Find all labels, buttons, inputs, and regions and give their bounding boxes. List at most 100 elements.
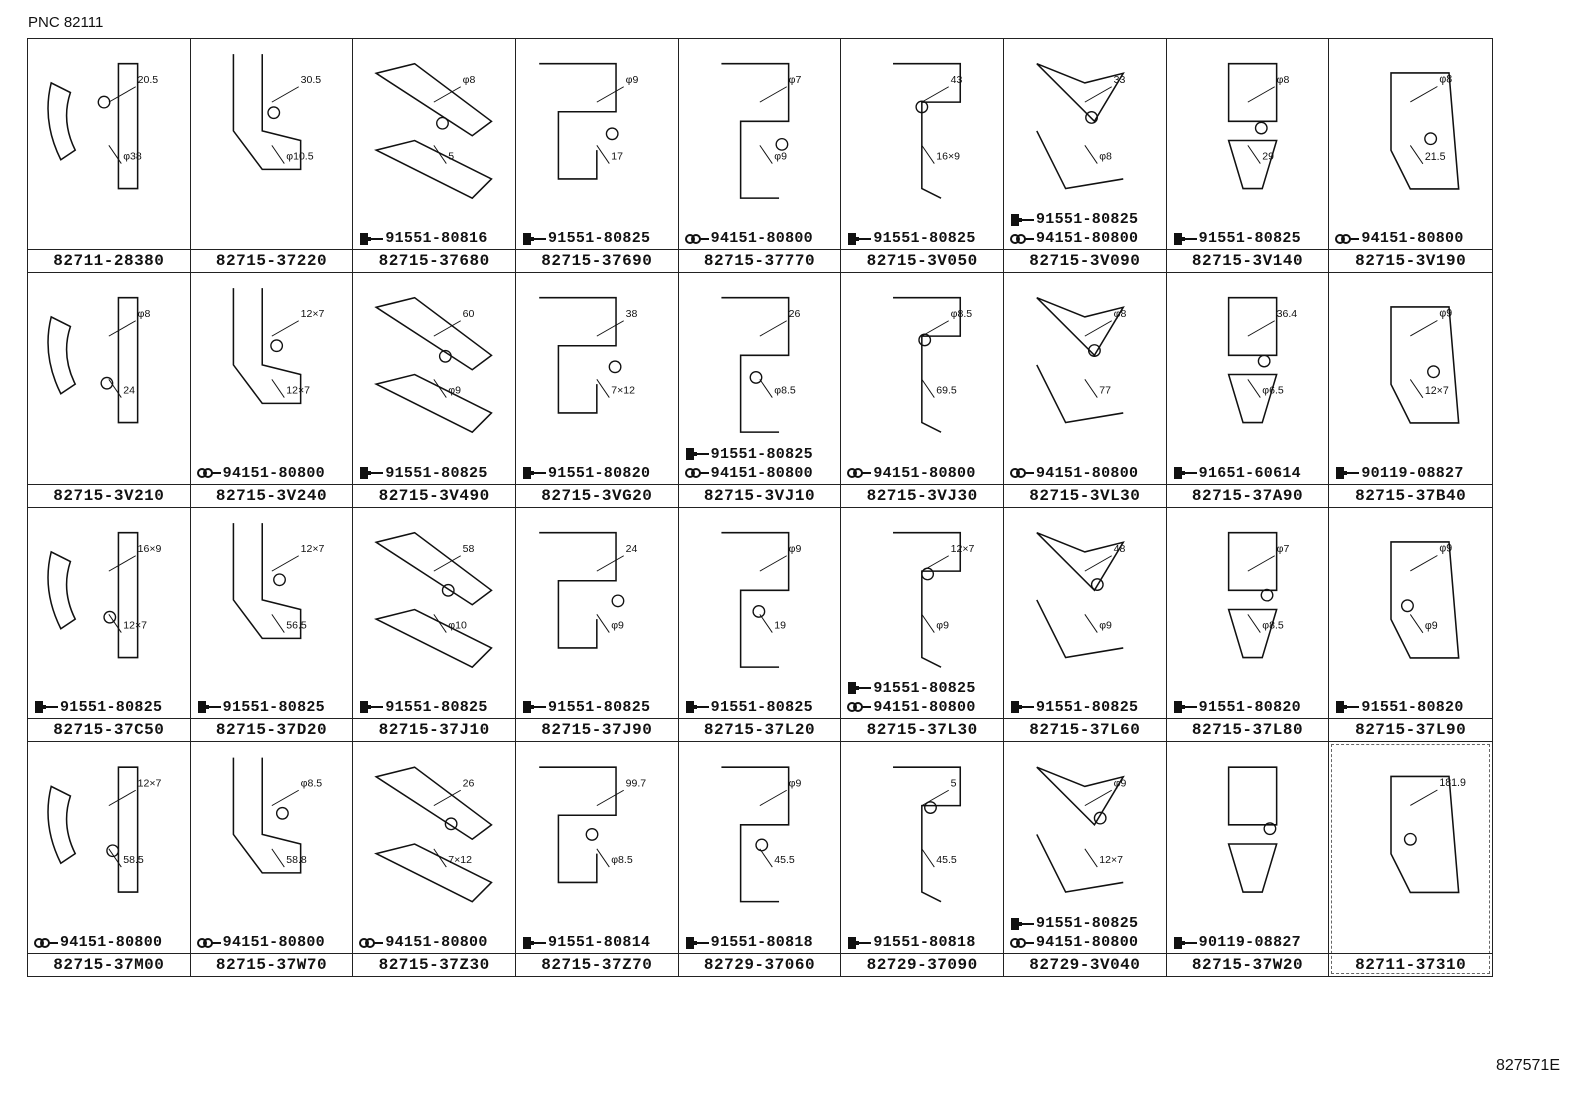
hardware-item[interactable]: 94151-80800 [1335,229,1488,248]
part-number[interactable]: 82715-3VG20 [516,483,678,507]
hardware-item[interactable]: 91551-80825 [847,679,999,698]
hardware-item[interactable]: 91551-80825 [1010,698,1162,717]
hardware-item[interactable]: 90119-08827 [1173,933,1325,952]
part-number[interactable]: 82715-37B40 [1329,483,1492,507]
hardware-item[interactable]: 94151-80800 [684,229,837,248]
hardware-item[interactable]: 91551-80820 [1335,698,1488,717]
part-number[interactable]: 82715-37L60 [1004,717,1166,741]
hardware-item[interactable]: 94151-80800 [847,698,999,717]
part-number[interactable]: 82715-37L80 [1166,717,1329,741]
hardware-item[interactable]: 94151-80800 [1010,229,1162,248]
part-number[interactable]: 82715-3VJ30 [841,483,1003,507]
hardware-item[interactable]: 94151-80800 [196,464,349,483]
part-number[interactable]: 82715-37L30 [841,717,1003,741]
hardware-item[interactable]: 91551-80820 [522,464,674,483]
hardware-item[interactable]: 94151-80800 [1010,933,1162,952]
part-number[interactable]: 82729-37060 [678,953,841,976]
part-number[interactable]: 82729-37090 [841,953,1003,976]
part-number[interactable]: 82715-37220 [190,249,353,272]
hardware-item[interactable]: 94151-80800 [196,933,349,952]
part-number[interactable]: 82715-37C50 [28,717,190,741]
part-number[interactable]: 82715-37690 [516,249,678,272]
hardware-item[interactable]: 91551-80825 [522,229,674,248]
hardware-item[interactable]: 91551-80818 [685,933,837,952]
part-number[interactable]: 82715-37770 [678,249,841,272]
hardware-item[interactable]: 94151-80800 [34,933,186,952]
part-number[interactable]: 82715-37680 [353,249,515,272]
hardware-item[interactable]: 91551-80825 [197,698,349,717]
part-number[interactable]: 82715-3VL30 [1004,483,1166,507]
hardware-item[interactable]: 94151-80800 [847,464,999,483]
hardware-item[interactable]: 91551-80825 [1010,210,1162,229]
part-number[interactable]: 82715-37J10 [353,717,515,741]
hardware-item[interactable]: 91551-80825 [522,698,674,717]
part-number[interactable]: 82711-37310 [1329,953,1492,976]
hardware-item[interactable]: 91551-80825 [34,698,186,717]
hardware-item[interactable]: 91551-80825 [1173,229,1325,248]
hardware-item[interactable]: 91551-80820 [1173,698,1325,717]
part-number[interactable]: 82715-37L90 [1329,717,1492,741]
hardware-item[interactable]: 91551-80814 [522,933,674,952]
hardware-item[interactable]: 91551-80825 [359,698,511,717]
part-number[interactable]: 82715-3V490 [353,483,515,507]
part-number[interactable]: 82715-37M00 [28,953,190,976]
hardware-item[interactable]: 91551-80818 [847,933,999,952]
part-number[interactable]: 82715-3V240 [190,483,353,507]
hardware-item[interactable]: 91551-80825 [685,698,837,717]
part-number[interactable]: 82715-3V210 [28,483,190,507]
part-number[interactable]: 82715-37W20 [1166,953,1329,976]
hardware-item[interactable]: 91551-80825 [685,445,837,464]
part-number[interactable]: 82715-37Z30 [353,953,515,976]
hardware-item[interactable]: 91551-80816 [359,229,511,248]
part-number[interactable]: 82715-3V140 [1166,249,1329,272]
hardware-item[interactable]: 91551-80825 [1010,914,1162,933]
part-number[interactable]: 82715-3V190 [1329,249,1492,272]
hardware-item[interactable]: 91551-80825 [847,229,999,248]
part-number[interactable]: 82711-28380 [28,249,190,272]
part-number[interactable]: 82715-3VJ10 [678,483,841,507]
part-number[interactable]: 82715-3V050 [841,249,1003,272]
part-number[interactable]: 82715-37W70 [190,953,353,976]
hardware-item[interactable]: 94151-80800 [1010,464,1162,483]
part-number[interactable]: 82715-37Z70 [516,953,678,976]
part-number[interactable]: 82729-3V040 [1004,953,1166,976]
part-number[interactable]: 82715-37A90 [1166,483,1329,507]
hardware-item[interactable]: 94151-80800 [359,933,511,952]
part-number[interactable]: 82715-37L20 [678,717,841,741]
part-number[interactable]: 82715-37J90 [516,717,678,741]
hardware-item[interactable]: 91551-80825 [359,464,511,483]
part-number[interactable]: 82715-3V090 [1004,249,1166,272]
